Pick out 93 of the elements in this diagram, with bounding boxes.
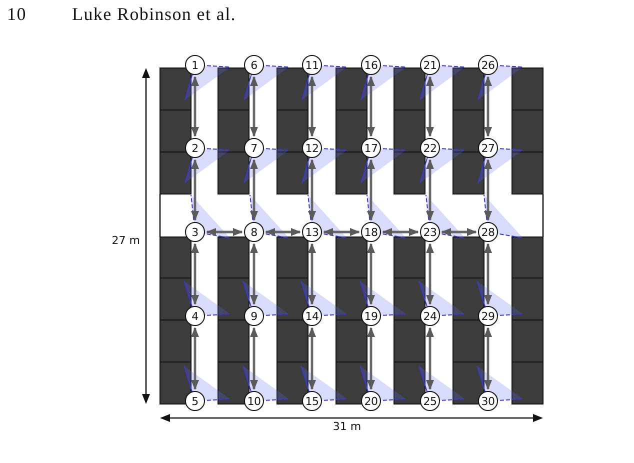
waypoint-number: 5 bbox=[192, 396, 198, 406]
waypoint-circle bbox=[185, 55, 205, 75]
waypoint-number: 23 bbox=[423, 226, 437, 238]
double-arrow bbox=[367, 159, 375, 221]
waypoint-circle bbox=[302, 222, 322, 242]
double-arrow bbox=[323, 228, 360, 236]
waypoint-number: 16 bbox=[364, 60, 378, 70]
waypoint-number: 2 bbox=[192, 142, 198, 154]
waypoint-circle bbox=[478, 138, 498, 158]
double-arrow bbox=[382, 228, 419, 236]
waypoint-circle bbox=[478, 306, 498, 326]
double-arrow bbox=[484, 159, 492, 221]
waypoint-number: 8 bbox=[250, 226, 258, 238]
waypoint-circle bbox=[478, 391, 498, 411]
waypoint-number: 3 bbox=[192, 226, 198, 238]
waypoint-number: 17 bbox=[364, 142, 378, 154]
waypoint-number: 15 bbox=[305, 396, 319, 406]
waypoint-number: 10 bbox=[247, 396, 261, 406]
double-arrow bbox=[426, 76, 434, 137]
waypoint-number: 22 bbox=[423, 142, 437, 154]
waypoint-circle bbox=[478, 55, 498, 75]
double-arrow bbox=[484, 76, 492, 137]
double-arrow bbox=[426, 159, 434, 221]
waypoint-circle bbox=[185, 306, 205, 326]
waypoint-number: 29 bbox=[481, 310, 495, 322]
dimension-label: 31 m bbox=[332, 420, 362, 433]
double-arrow bbox=[484, 327, 492, 390]
waypoint-circle bbox=[420, 222, 440, 242]
waypoint-circle bbox=[185, 138, 205, 158]
waypoint-number: 19 bbox=[364, 310, 378, 322]
double-arrow bbox=[426, 327, 434, 390]
waypoint-circle bbox=[185, 222, 205, 242]
waypoint-circle bbox=[361, 391, 381, 411]
waypoint-number: 4 bbox=[192, 310, 198, 322]
double-arrow bbox=[426, 243, 434, 305]
waypoint-circle bbox=[244, 222, 264, 242]
waypoint-circle bbox=[244, 55, 264, 75]
waypoint-number: 11 bbox=[305, 60, 319, 70]
waypoint-number: 25 bbox=[423, 396, 437, 406]
double-arrow bbox=[206, 228, 243, 236]
double-arrow bbox=[308, 243, 316, 305]
waypoint-circle bbox=[185, 391, 205, 411]
waypoint-circle bbox=[361, 306, 381, 326]
waypoint-circle bbox=[244, 391, 264, 411]
double-arrow bbox=[308, 76, 316, 137]
double-arrow bbox=[367, 76, 375, 137]
double-arrow bbox=[441, 228, 477, 236]
waypoint-circle bbox=[420, 306, 440, 326]
waypoint-circle bbox=[302, 391, 322, 411]
waypoint-circle bbox=[244, 306, 264, 326]
waypoint-number: 21 bbox=[423, 60, 437, 70]
waypoint-number: 20 bbox=[364, 396, 378, 406]
double-arrow bbox=[308, 159, 316, 221]
waypoint-number: 13 bbox=[305, 226, 319, 238]
waypoint-number: 27 bbox=[481, 142, 495, 154]
waypoint-circle bbox=[420, 55, 440, 75]
double-arrow bbox=[250, 243, 258, 305]
waypoint-number: 28 bbox=[481, 226, 495, 238]
waypoint-number: 6 bbox=[250, 60, 258, 70]
waypoint-number: 18 bbox=[364, 226, 378, 238]
waypoint-circle bbox=[420, 391, 440, 411]
waypoint-number: 14 bbox=[305, 310, 319, 322]
waypoint-circle bbox=[302, 306, 322, 326]
waypoint-number: 1 bbox=[192, 60, 198, 70]
waypoint-number: 7 bbox=[250, 142, 258, 154]
double-arrow bbox=[250, 159, 258, 221]
waypoint-circle bbox=[302, 55, 322, 75]
double-arrow bbox=[367, 327, 375, 390]
running-header: Luke Robinson et al. bbox=[72, 4, 236, 25]
waypoint-circle bbox=[361, 55, 381, 75]
waypoint-number: 9 bbox=[250, 310, 258, 322]
waypoint-number: 30 bbox=[481, 396, 495, 406]
waypoint-circle bbox=[302, 138, 322, 158]
page-number: 10 bbox=[7, 4, 26, 25]
double-arrow bbox=[191, 327, 199, 390]
double-arrow bbox=[191, 243, 199, 305]
double-arrow bbox=[250, 76, 258, 137]
waypoint-circle bbox=[478, 222, 498, 242]
double-arrow bbox=[308, 327, 316, 390]
waypoint-circle bbox=[420, 138, 440, 158]
double-arrow bbox=[367, 243, 375, 305]
waypoint-circle bbox=[361, 138, 381, 158]
waypoint-number: 24 bbox=[423, 310, 437, 322]
double-arrow bbox=[191, 76, 199, 137]
waypoint-circle bbox=[361, 222, 381, 242]
waypoint-circle bbox=[244, 138, 264, 158]
double-arrow bbox=[191, 159, 199, 221]
waypoint-number: 26 bbox=[481, 60, 495, 70]
double-arrow bbox=[484, 243, 492, 305]
waypoint-number: 12 bbox=[305, 142, 319, 154]
double-arrow bbox=[250, 327, 258, 390]
dimension-label: 27 m bbox=[112, 234, 140, 247]
double-arrow bbox=[265, 228, 301, 236]
